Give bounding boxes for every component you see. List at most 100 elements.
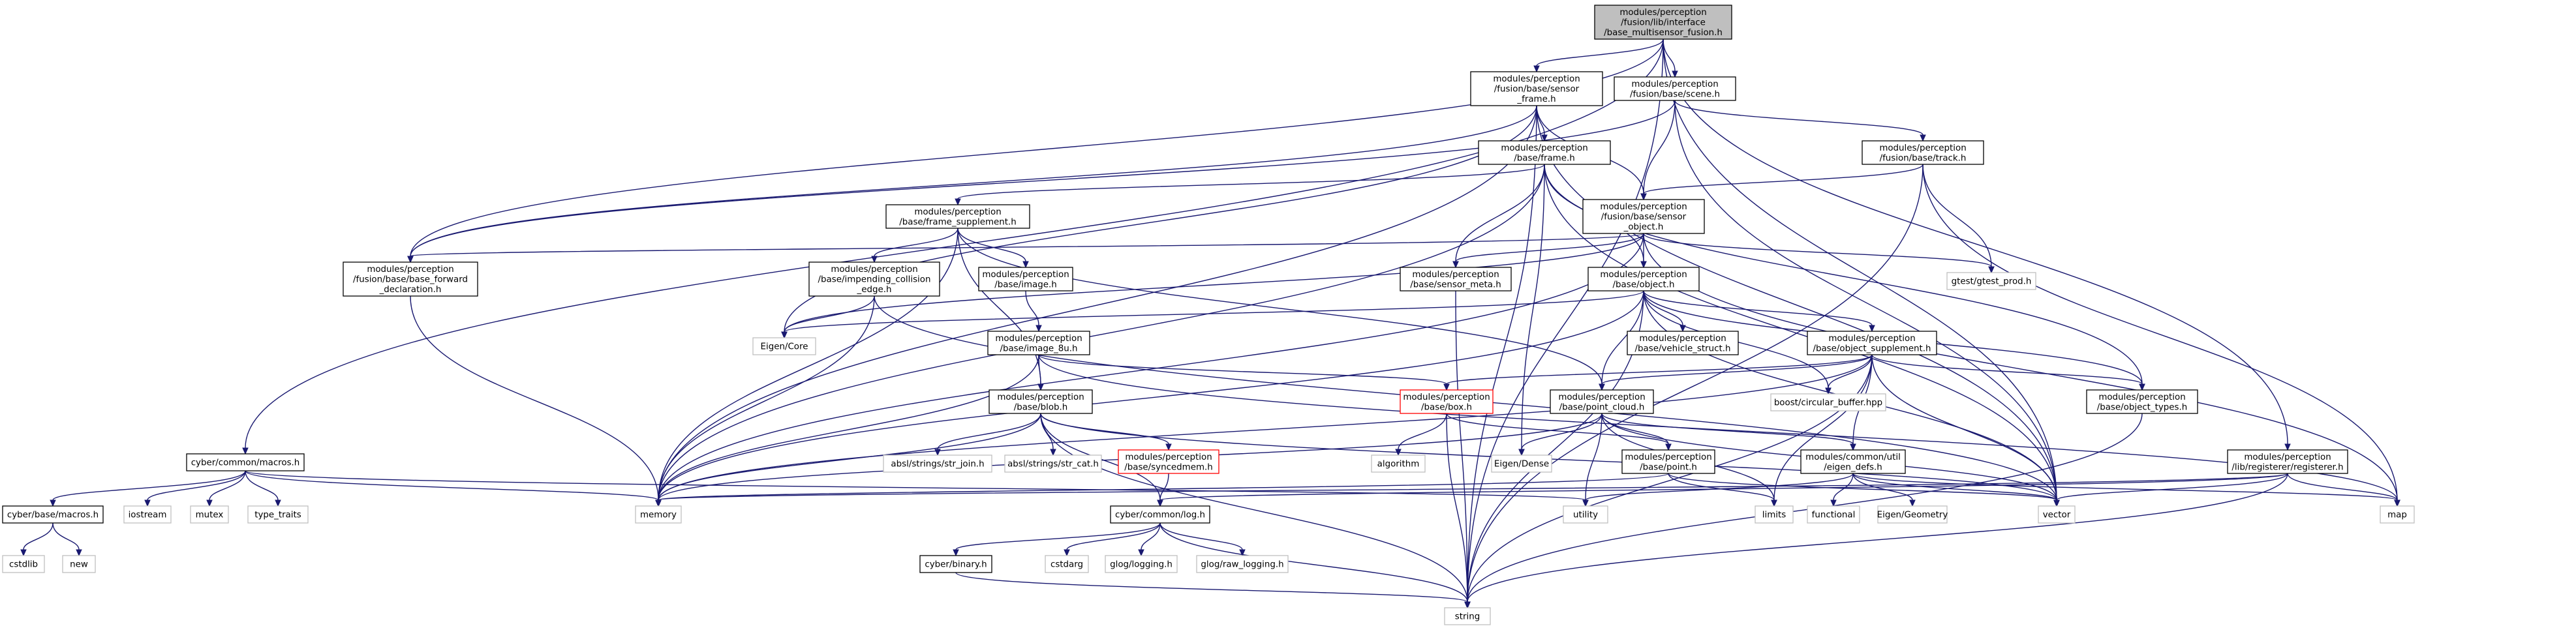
node-n4[interactable]: modules/perception/fusion/base/track.h <box>1862 140 1984 165</box>
node-label-line: vector <box>2043 511 2071 520</box>
node-n28[interactable]: modules/perception/base/point.h <box>1621 449 1715 474</box>
node-label-line: modules/perception <box>1619 8 1706 18</box>
edge-n16-to-n39 <box>1871 354 2057 501</box>
node-label-line: modules/perception <box>367 265 453 275</box>
node-n30[interactable]: modules/perception/lib/registerer/regist… <box>2227 449 2348 474</box>
arrowhead-n31-to-n44 <box>76 549 82 557</box>
node-n11[interactable]: modules/perception/base/object.h <box>1587 267 1700 291</box>
node-n42: map <box>2380 505 2415 524</box>
node-n48: glog/raw_logging.h <box>1196 555 1289 573</box>
node-n22[interactable]: cyber/common/macros.h <box>186 453 305 471</box>
node-box <box>978 267 1073 291</box>
node-n12: gtest/gtest_prod.h <box>1946 272 2036 290</box>
node-n8[interactable]: modules/perception/base/impending_collis… <box>808 261 940 297</box>
arrowhead-n0-to-n1 <box>1533 65 1540 73</box>
arrowhead-n29-to-n40 <box>1830 499 1837 507</box>
node-box <box>919 555 992 573</box>
arrowhead-n9-to-n14 <box>1035 325 1042 333</box>
node-n5[interactable]: modules/perception/base/frame_supplement… <box>885 204 1030 229</box>
node-n18[interactable]: modules/perception/base/box.h <box>1400 389 1494 414</box>
node-box <box>2038 505 2076 524</box>
node-n3[interactable]: modules/perception/base/frame.h <box>1478 140 1611 165</box>
arrowhead-n0-to-n30 <box>2284 443 2291 451</box>
node-label-line: Eigen/Core <box>761 342 808 352</box>
node-label-line: new <box>70 560 88 570</box>
node-box <box>1755 505 1794 524</box>
node-n7[interactable]: modules/perception/fusion/base/base_forw… <box>343 261 478 297</box>
node-n47: glog/logging.h <box>1105 555 1178 573</box>
node-n16[interactable]: modules/perception/base/object_supplemen… <box>1807 331 1937 355</box>
edge-n16-to-n18 <box>1446 354 1873 385</box>
node-box <box>808 261 940 297</box>
arrowhead-n29-to-n37 <box>1582 499 1589 507</box>
arrowhead-n36-to-n45 <box>953 549 959 557</box>
node-n10[interactable]: modules/perception/base/sensor_meta.h <box>1400 267 1512 291</box>
node-n21[interactable]: modules/perception/base/object_types.h <box>2086 389 2198 414</box>
node-label-line: functional <box>1812 511 1856 520</box>
node-n29[interactable]: modules/common/util/eigen_defs.h <box>1800 449 1906 474</box>
node-n15[interactable]: modules/perception/base/vehicle_struct.h <box>1627 331 1739 355</box>
arrowhead-n30-to-n42 <box>2394 499 2400 507</box>
node-label-line: /base/sensor_meta.h <box>1410 280 1501 290</box>
node-n45[interactable]: cyber/binary.h <box>919 555 992 573</box>
edge-n2-to-n6 <box>1643 100 1676 194</box>
edge-n18-to-n49 <box>1446 413 1468 603</box>
node-label-line: modules/perception <box>914 207 1001 217</box>
node-n0[interactable]: modules/perception/fusion/lib/interface/… <box>1594 5 1732 40</box>
node-box <box>1491 455 1552 473</box>
arrowhead-n18-to-n26 <box>1395 449 1402 456</box>
node-n6[interactable]: modules/perception/fusion/base/sensor_ob… <box>1582 199 1705 234</box>
arrowhead-n36-to-n46 <box>1064 549 1070 557</box>
node-box <box>635 505 682 524</box>
arrowhead-n14-to-n17 <box>1037 383 1044 391</box>
node-box <box>2 505 104 524</box>
edge-n36-to-n48 <box>1159 522 1243 550</box>
node-label-line: /base/object_types.h <box>2097 402 2188 412</box>
node-label-line: cstdlib <box>9 560 38 570</box>
node-label-line: /base/object.h <box>1613 280 1675 290</box>
arrowhead-n28-to-n38 <box>1771 499 1777 507</box>
node-label-line: /base/object_supplement.h <box>1813 344 1931 353</box>
node-n17[interactable]: modules/perception/base/blob.h <box>989 389 1093 414</box>
node-n31[interactable]: cyber/base/macros.h <box>2 505 104 524</box>
node-n2[interactable]: modules/perception/fusion/base/scene.h <box>1614 76 1736 101</box>
node-n1[interactable]: modules/perception/fusion/base/sensor_fr… <box>1470 71 1603 106</box>
arrowhead-n22-to-n32 <box>144 499 151 507</box>
edge-n6-to-n12 <box>1643 233 1992 267</box>
node-label-line: /base/image_8u.h <box>1000 344 1077 353</box>
edge-n18-to-n28 <box>1446 413 1669 445</box>
node-n36[interactable]: cyber/common/log.h <box>1110 505 1210 524</box>
arrowhead-n19-to-n28 <box>1665 443 1672 451</box>
node-box <box>1444 607 1491 625</box>
edge-n36-to-n46 <box>1066 522 1161 550</box>
edge-n21-to-n49 <box>1467 413 2143 603</box>
node-label-line: cyber/common/macros.h <box>191 458 300 468</box>
node-box <box>885 204 1030 229</box>
node-box <box>987 331 1090 355</box>
edge-n2-to-n7 <box>410 100 1676 257</box>
edge-n17-to-n49 <box>1040 413 1468 603</box>
node-box <box>1400 389 1494 414</box>
node-label-line: /base/vehicle_struct.h <box>1635 344 1731 353</box>
node-n9[interactable]: modules/perception/base/image.h <box>978 267 1073 291</box>
edge-n31-to-n43 <box>23 522 54 550</box>
node-label-line: modules/perception <box>997 393 1084 402</box>
node-n25[interactable]: modules/perception/base/syncedmem.h <box>1118 449 1219 474</box>
arrowhead-n16-to-n21 <box>2139 383 2145 391</box>
node-label-line: modules/perception <box>1600 202 1687 212</box>
node-box <box>1800 449 1906 474</box>
node-label-line: /eigen_defs.h <box>1824 462 1882 472</box>
node-box <box>2 555 45 573</box>
node-label-line: _declaration.h <box>379 285 442 295</box>
node-label-line: glog/logging.h <box>1110 560 1173 570</box>
node-n14[interactable]: modules/perception/base/image_8u.h <box>987 331 1090 355</box>
edge-n3-to-n35 <box>658 164 1545 501</box>
node-box <box>1587 267 1700 291</box>
edge-n4-to-n42 <box>1922 164 2398 501</box>
node-n19[interactable]: modules/perception/base/point_cloud.h <box>1550 389 1654 414</box>
node-box <box>1563 505 1608 524</box>
node-box <box>1045 555 1089 573</box>
node-box <box>62 555 96 573</box>
edge-n11-to-n19 <box>1601 290 1644 385</box>
